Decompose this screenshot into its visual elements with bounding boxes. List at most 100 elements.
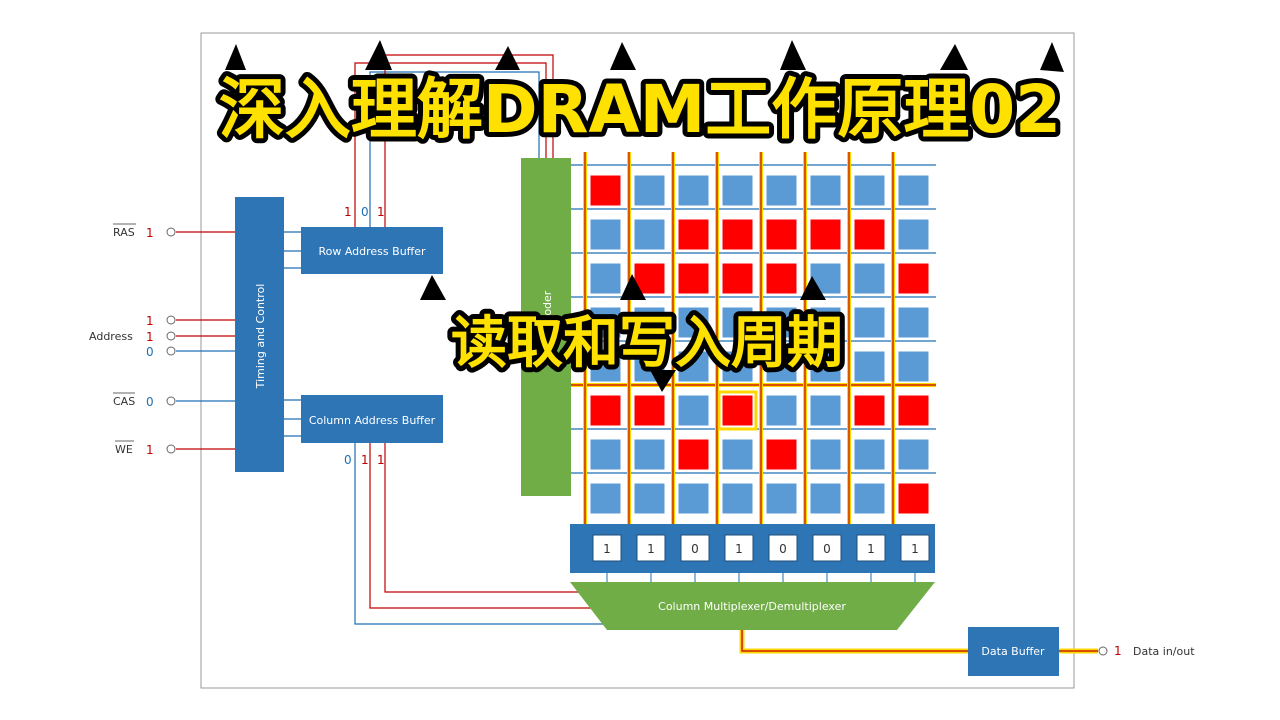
title: 深入理解DRAM工作原理02 bbox=[219, 71, 1061, 148]
memory-cell bbox=[677, 350, 710, 383]
memory-cell bbox=[633, 482, 666, 515]
sense-bit-box bbox=[592, 534, 622, 562]
sense-bit-value: 0 bbox=[823, 542, 831, 556]
address-bit-2: 0 bbox=[146, 345, 154, 359]
memory-cell bbox=[897, 350, 930, 383]
row-address-buffer-label: Row Address Buffer bbox=[318, 245, 426, 258]
memory-cell bbox=[809, 350, 842, 383]
memory-cell bbox=[809, 394, 842, 427]
memory-cell bbox=[721, 262, 754, 295]
memory-cell bbox=[589, 218, 622, 251]
sense-bit-value: 1 bbox=[911, 542, 919, 556]
memory-cell bbox=[853, 438, 886, 471]
memory-cell bbox=[853, 218, 886, 251]
memory-cell bbox=[633, 218, 666, 251]
memory-cell bbox=[765, 262, 798, 295]
sense-bit-box bbox=[680, 534, 710, 562]
data-label: Data in/out bbox=[1133, 645, 1195, 658]
data-buffer-label: Data Buffer bbox=[981, 645, 1045, 658]
row-address-buffer bbox=[301, 227, 443, 274]
memory-cell bbox=[721, 394, 754, 427]
data-value: 1 bbox=[1114, 644, 1122, 658]
data-path-wire bbox=[741, 630, 968, 652]
timing-control-block bbox=[235, 197, 284, 472]
sense-bit-box bbox=[636, 534, 666, 562]
memory-cell bbox=[589, 438, 622, 471]
sense-bit-value: 0 bbox=[691, 542, 699, 556]
memory-cell bbox=[721, 306, 754, 339]
timing-control-label: Timing and Control bbox=[254, 284, 267, 390]
memory-cell bbox=[853, 306, 886, 339]
memory-cell bbox=[897, 394, 930, 427]
cas-value: 0 bbox=[146, 395, 154, 409]
memory-cell bbox=[589, 174, 622, 207]
memory-cell bbox=[589, 482, 622, 515]
sense-bit-box bbox=[724, 534, 754, 562]
column-address-buffer bbox=[301, 395, 443, 443]
we-value: 1 bbox=[146, 443, 154, 457]
memory-cell bbox=[589, 306, 622, 339]
memory-cell bbox=[853, 394, 886, 427]
memory-cell bbox=[897, 438, 930, 471]
memory-cell bbox=[589, 262, 622, 295]
memory-cell bbox=[633, 306, 666, 339]
sense-bit-value: 1 bbox=[735, 542, 743, 556]
memory-cell bbox=[809, 306, 842, 339]
memory-cell bbox=[897, 174, 930, 207]
data-out-terminal bbox=[1098, 646, 1108, 656]
sense-bit-box bbox=[856, 534, 886, 562]
data-buffer bbox=[968, 627, 1059, 676]
memory-cell bbox=[897, 482, 930, 515]
sense-bit-value: 1 bbox=[647, 542, 655, 556]
memory-cell bbox=[677, 394, 710, 427]
memory-cell bbox=[853, 350, 886, 383]
column-address-buffer-label: Column Address Buffer bbox=[309, 414, 436, 427]
memory-cell bbox=[853, 262, 886, 295]
sense-bit-box bbox=[812, 534, 842, 562]
memory-cell bbox=[721, 174, 754, 207]
memory-cell bbox=[721, 438, 754, 471]
memory-cell bbox=[721, 218, 754, 251]
memory-cell bbox=[809, 438, 842, 471]
memory-cell bbox=[633, 174, 666, 207]
memory-cell bbox=[853, 482, 886, 515]
column-mux bbox=[570, 582, 935, 630]
input-wires bbox=[166, 227, 235, 454]
memory-cell bbox=[677, 438, 710, 471]
row-decoder-label: Row Decoder bbox=[541, 290, 554, 363]
memory-cell bbox=[765, 482, 798, 515]
memory-cell bbox=[765, 394, 798, 427]
address-label: Address bbox=[89, 330, 133, 343]
memory-cell bbox=[633, 438, 666, 471]
row-bit-1: 0 bbox=[361, 205, 369, 219]
title-spikes bbox=[225, 40, 1064, 392]
memory-cell bbox=[589, 394, 622, 427]
memory-cell bbox=[809, 174, 842, 207]
address-bit-0: 1 bbox=[146, 314, 154, 328]
memory-cell bbox=[853, 174, 886, 207]
memory-cell bbox=[633, 394, 666, 427]
memory-cell bbox=[809, 482, 842, 515]
row-address-wires bbox=[354, 54, 554, 227]
row-decoder bbox=[521, 158, 571, 496]
memory-array bbox=[571, 152, 936, 524]
row-bit-0: 1 bbox=[344, 205, 352, 219]
row-bit-2: 1 bbox=[377, 205, 385, 219]
memory-cell bbox=[721, 350, 754, 383]
col-bit-1: 1 bbox=[361, 453, 369, 467]
memory-cell bbox=[765, 350, 798, 383]
subtitle: 读取和写入周期 bbox=[451, 311, 843, 376]
col-bit-2: 1 bbox=[377, 453, 385, 467]
sense-bit-box bbox=[768, 534, 798, 562]
memory-cell bbox=[765, 174, 798, 207]
control-wires bbox=[284, 231, 301, 437]
memory-cell bbox=[765, 438, 798, 471]
column-address-wires bbox=[354, 443, 610, 625]
sense-bit-value: 1 bbox=[867, 542, 875, 556]
col-bit-0: 0 bbox=[344, 453, 352, 467]
sense-bit-box bbox=[900, 534, 930, 562]
memory-cell bbox=[809, 218, 842, 251]
memory-cell bbox=[721, 482, 754, 515]
